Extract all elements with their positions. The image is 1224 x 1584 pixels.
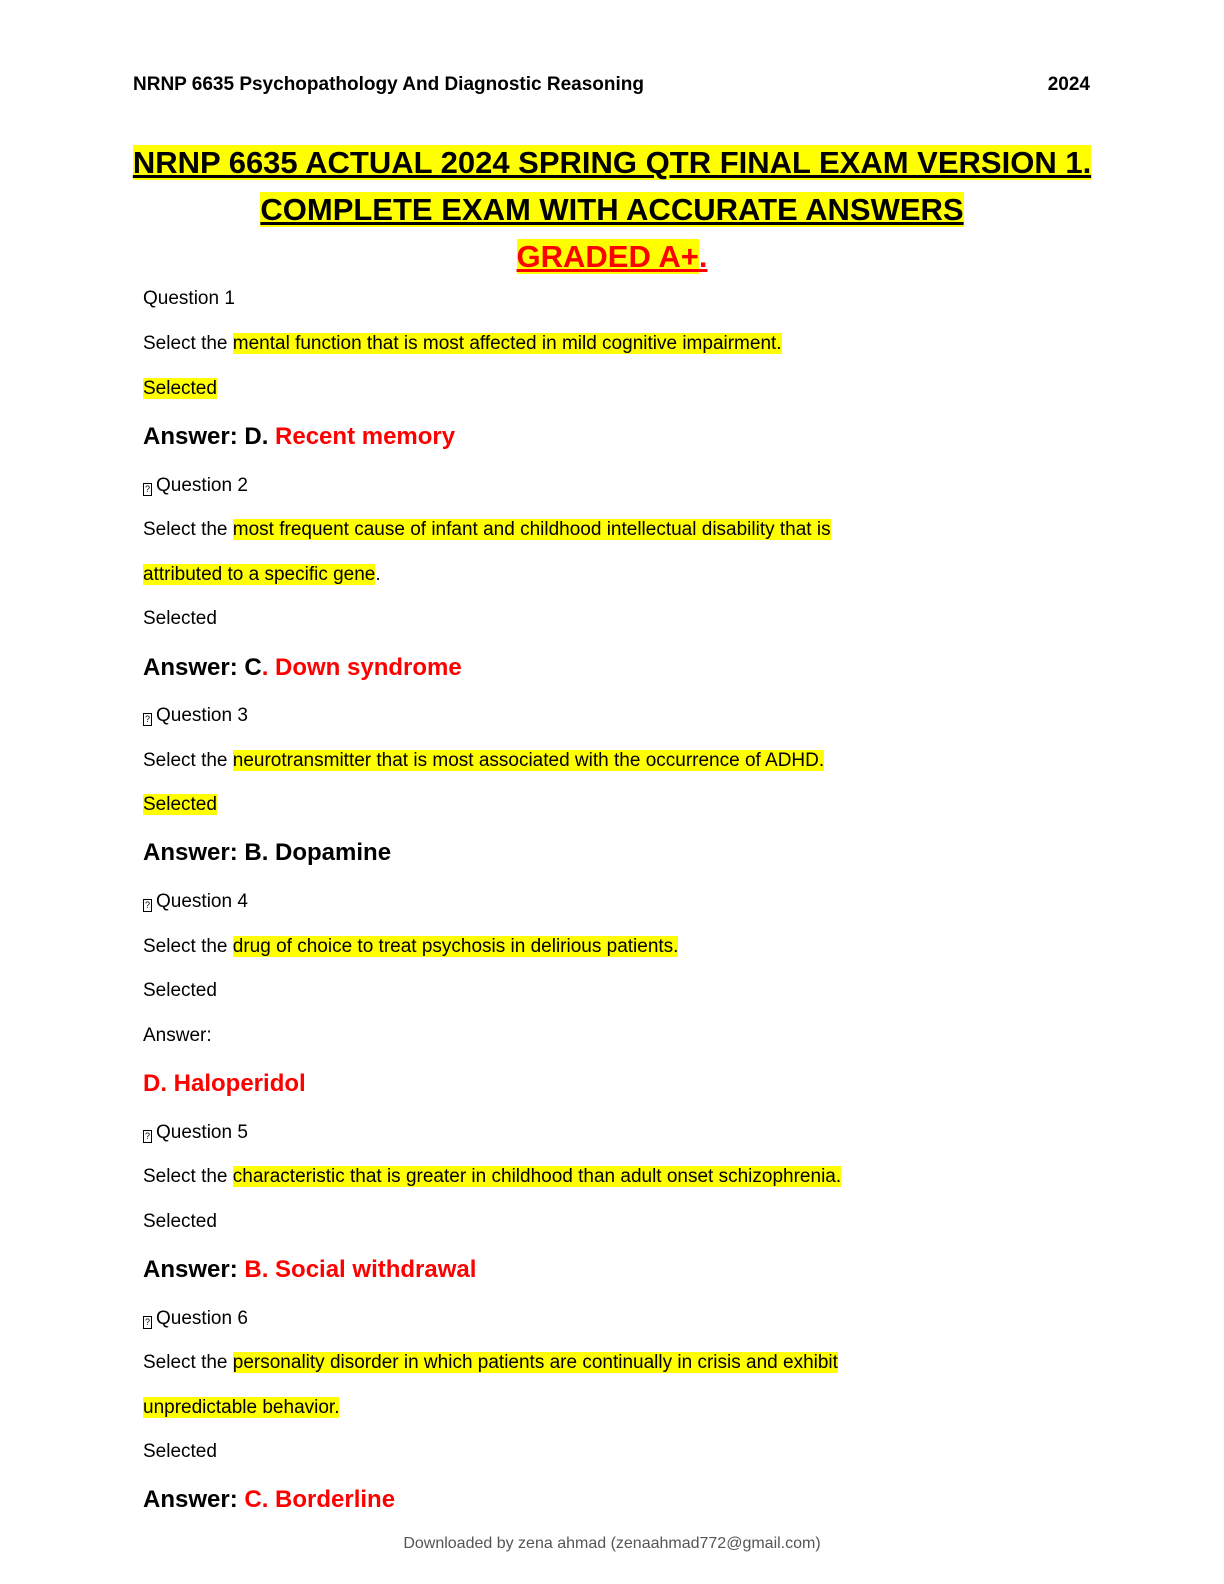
question-2-highlight-2: attributed to a specific gene [143,564,376,585]
missing-glyph-icon: ? [143,1316,152,1329]
question-6-text-line-2: unpredictable behavior. [143,1397,340,1419]
question-6-prefix: Select the [143,1352,233,1373]
question-4-label: ? Question 4 [143,891,248,913]
question-2-text-line-2: attributed to a specific gene. [143,564,381,586]
question-2-answer: Answer: C. Down syndrome [143,654,462,682]
question-4-text: Select the drug of choice to treat psych… [143,936,679,958]
question-4-label-text: Question 4 [156,891,248,912]
question-2-prefix: Select the [143,519,233,540]
question-2-label-text: Question 2 [156,475,248,496]
question-3-highlight: neurotransmitter that is most associated… [232,750,825,771]
question-4-selected: Selected [143,980,217,1001]
missing-glyph-icon: ? [143,899,152,912]
question-5-answer-label: Answer: [143,1256,245,1283]
question-3-text: Select the neurotransmitter that is most… [143,750,825,772]
question-1-answer-label: Answer: D. [143,423,276,450]
question-5-selected: Selected [143,1211,217,1232]
question-3-answer: Answer: B. Dopamine [143,839,392,866]
question-6-selected: Selected [143,1441,217,1462]
question-5-answer: Answer: B. Social withdrawal [143,1256,476,1284]
question-4-answer-label: Answer: [143,1025,212,1046]
question-1-answer-value: Recent memory [275,423,456,450]
question-5-label: ? Question 5 [143,1122,248,1144]
title-line-2-text: COMPLETE EXAM WITH ACCURATE ANSWERS [260,192,964,227]
title-line-1-text: NRNP 6635 ACTUAL 2024 SPRING QTR FINAL E… [132,145,1092,180]
question-6-label: ? Question 6 [143,1308,248,1330]
question-6-text-line-1: Select the personality disorder in which… [143,1352,838,1374]
question-1-highlight: mental function that is most affected in… [232,333,782,354]
question-6-answer-label: Answer: [143,1486,245,1513]
question-6-highlight-1: personality disorder in which patients a… [232,1352,838,1373]
question-1-prefix: Select the [143,333,233,354]
question-4-prefix: Select the [143,936,233,957]
question-3-selected: Selected [143,794,217,816]
question-5-text: Select the characteristic that is greate… [143,1166,842,1188]
question-3-prefix: Select the [143,750,233,771]
header-course: NRNP 6635 Psychopathology And Diagnostic… [133,74,644,95]
question-1-answer: Answer: D. Recent memory [143,423,455,451]
question-3-label-text: Question 3 [156,705,248,726]
title-grade-dot: . [698,239,708,274]
question-2-suffix: . [375,564,381,585]
question-2-selected: Selected [143,608,217,629]
header-year: 2024 [1047,74,1090,95]
question-5-prefix: Select the [143,1166,233,1187]
title-line-1: NRNP 6635 ACTUAL 2024 SPRING QTR FINAL E… [0,145,1224,181]
question-1-selected-text: Selected [143,378,217,399]
title-line-2: COMPLETE EXAM WITH ACCURATE ANSWERS [0,192,1224,228]
question-2-highlight-1: most frequent cause of infant and childh… [232,519,831,540]
question-3-selected-text: Selected [143,794,217,815]
title-line-3: GRADED A+. [0,239,1224,275]
question-6-label-text: Question 6 [156,1308,248,1329]
question-6-answer: Answer: C. Borderline [143,1486,395,1514]
question-2-answer-label: Answer: C [143,654,262,681]
question-1-label: Question 1 [143,288,235,309]
question-4-answer-value: D. Haloperidol [143,1070,306,1097]
question-1-selected: Selected [143,378,217,400]
question-6-highlight-2: unpredictable behavior. [143,1397,340,1418]
question-5-answer-value: B. Social withdrawal [244,1256,477,1283]
title-grade: GRADED A+ [516,239,699,274]
question-1-text: Select the mental function that is most … [143,333,782,355]
question-2-label: ? Question 2 [143,475,248,497]
question-4-highlight: drug of choice to treat psychosis in del… [232,936,679,957]
download-footer: Downloaded by zena ahmad (zenaahmad772@g… [403,1535,821,1552]
question-6-answer-value: C. Borderline [244,1486,396,1513]
question-2-answer-value: . Down syndrome [261,654,462,681]
question-2-text-line-1: Select the most frequent cause of infant… [143,519,831,541]
question-5-label-text: Question 5 [156,1122,248,1143]
question-5-highlight: characteristic that is greater in childh… [232,1166,842,1187]
question-3-label: ? Question 3 [143,705,248,727]
missing-glyph-icon: ? [143,483,152,496]
missing-glyph-icon: ? [143,713,152,726]
missing-glyph-icon: ? [143,1130,152,1143]
